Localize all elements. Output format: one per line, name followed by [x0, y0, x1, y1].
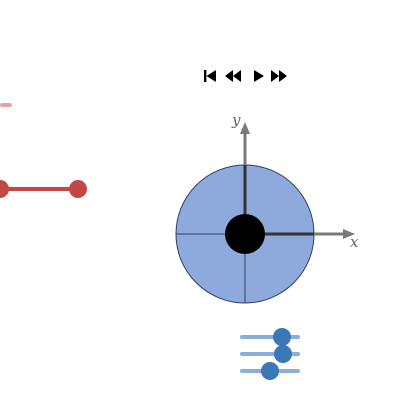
play-icon[interactable] [254, 70, 264, 82]
eq-slider-knob[interactable] [261, 362, 279, 380]
x-axis-label: x [350, 233, 359, 251]
y-axis-arrow-icon [240, 122, 250, 134]
red-slider-knob[interactable] [69, 180, 87, 198]
skip-back-icon[interactable] [204, 70, 216, 82]
faint-slider-stub[interactable] [0, 103, 12, 107]
y-axis-label: y [231, 111, 241, 129]
playback-controls [204, 70, 287, 82]
rewind-icon[interactable] [225, 70, 241, 82]
x-axis-arrow-icon [343, 229, 355, 239]
fast-forward-icon[interactable] [271, 70, 287, 82]
red-slider[interactable] [0, 176, 95, 202]
eq-slider-2[interactable] [240, 345, 300, 363]
axis-dial-widget: y x [175, 111, 359, 304]
eq-slider-knob[interactable] [274, 345, 292, 363]
eq-slider-1[interactable] [240, 328, 300, 346]
eq-slider-3[interactable] [240, 362, 300, 380]
red-slider-start-knob[interactable] [0, 180, 9, 198]
center-hub[interactable] [225, 214, 265, 254]
eq-slider-knob[interactable] [273, 328, 291, 346]
equalizer-sliders [240, 328, 300, 380]
